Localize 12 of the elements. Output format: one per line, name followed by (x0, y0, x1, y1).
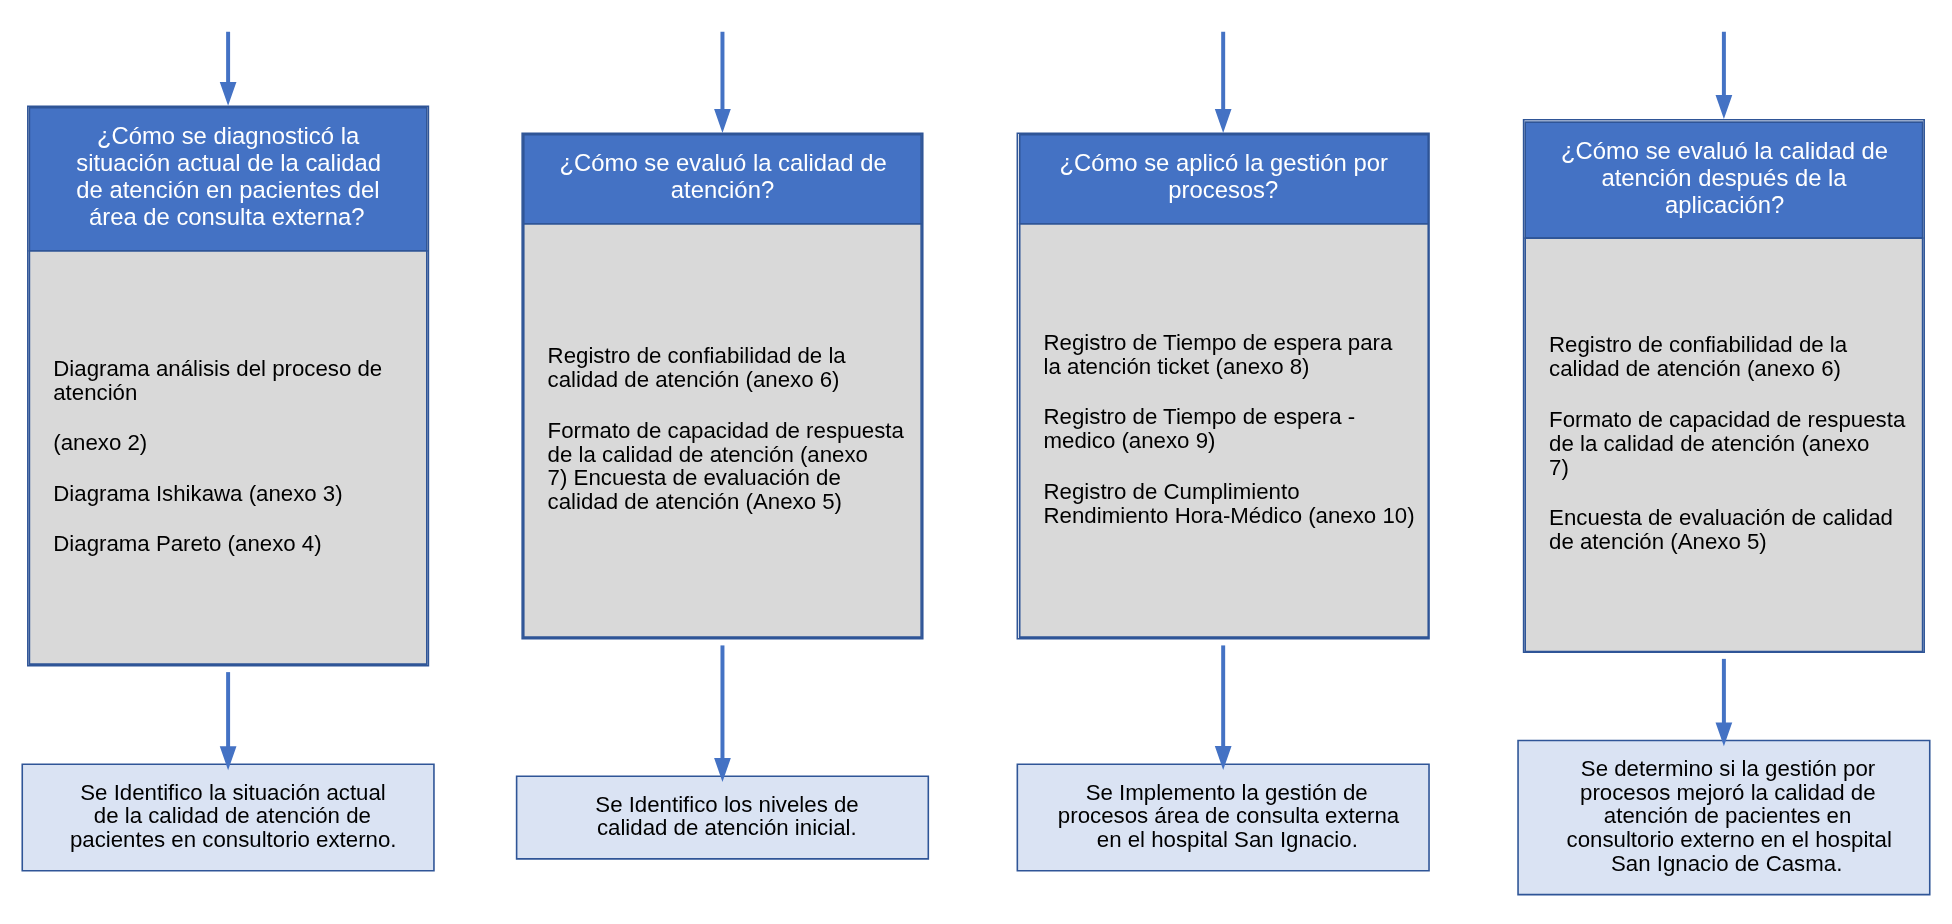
arrow (714, 644, 731, 782)
arrow (1214, 31, 1232, 133)
arrow (1214, 644, 1232, 770)
node-box: Se Implemento la gestión de procesos área de consulta externa en el hospital San Ignacio. (1016, 763, 1430, 872)
arrow (219, 671, 237, 770)
arrow (1715, 658, 1733, 746)
node-box: Se determino si la gestión por procesos mejoró la calidad de atención de pacientes en consultorio externo en el hospital San Ignacio de Casma. (1517, 739, 1931, 895)
node-box: Se Identifico la situación actual de la calidad de atención de pacientes en consultorio externo. (21, 763, 435, 872)
node-box: Se Identifico los niveles de calidad de atención inicial. (515, 774, 930, 860)
arrow (219, 31, 237, 106)
arrow (714, 31, 731, 133)
arrow (1715, 31, 1733, 119)
